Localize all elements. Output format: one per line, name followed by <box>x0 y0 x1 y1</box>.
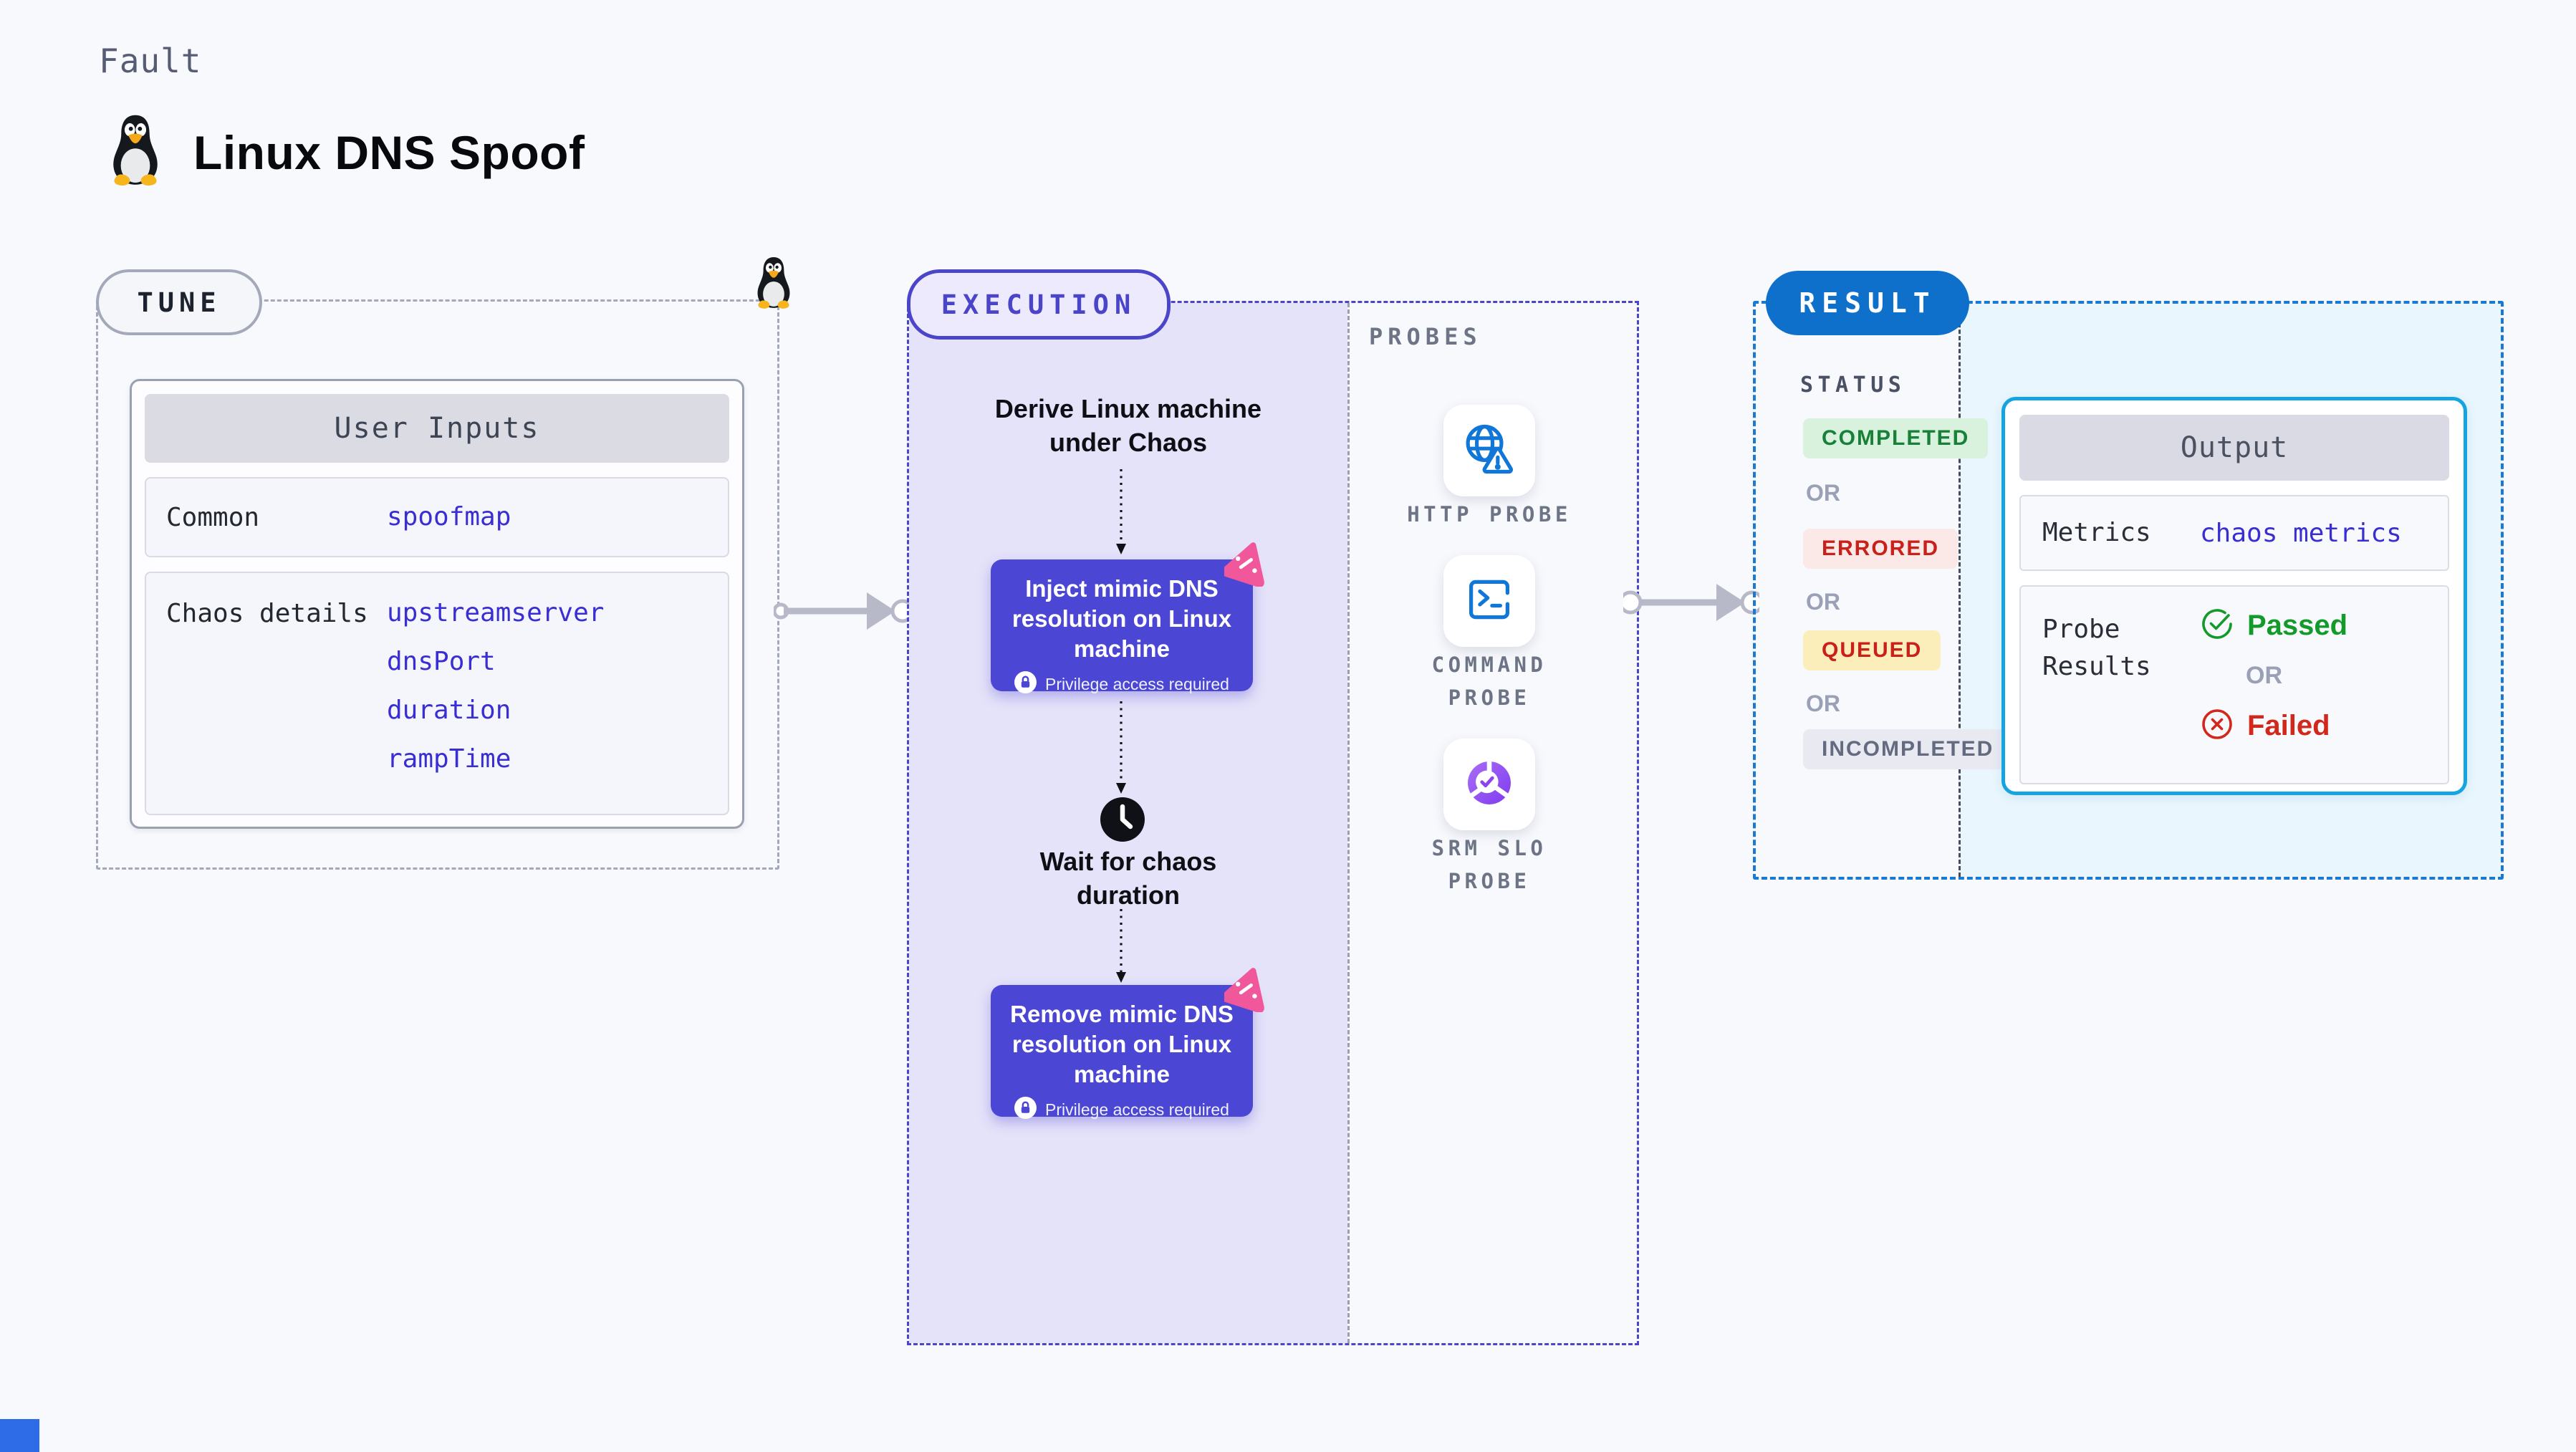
probes-label: PROBES <box>1369 323 1482 350</box>
http-probe-label: HTTP PROBE <box>1407 502 1572 527</box>
x-circle-icon <box>2200 707 2234 745</box>
lock-icon <box>1014 671 1037 697</box>
flow-arrow-icon <box>1115 909 1128 987</box>
input-row-chaos-details: Chaos details upstreamserver dnsPort dur… <box>145 572 729 815</box>
privilege-note: Privilege access required <box>1045 674 1229 693</box>
command-probe-label: COMMAND PROBE <box>1431 653 1547 710</box>
input-value: duration <box>387 696 511 725</box>
step-derive-machine: Derive Linux machine under Chaos <box>994 394 1262 457</box>
http-probe-card <box>1443 405 1535 496</box>
node-remove-dns: Remove mimic DNS resolution on Linux mac… <box>991 968 1264 1119</box>
or-separator: OR <box>2246 662 2282 689</box>
privilege-note: Privilege access required <box>1045 1100 1229 1119</box>
execution-badge: EXECUTION <box>907 269 1171 340</box>
chaos-experiment-icon <box>1221 966 1270 1013</box>
metrics-row: Metrics chaos metrics <box>2019 495 2449 571</box>
terminal-icon <box>1461 571 1518 632</box>
input-value: rampTime <box>387 744 511 774</box>
input-row-label: Chaos details <box>166 599 368 628</box>
result-section: RESULT STATUS COMPLETED OR ERRORED OR QU… <box>1753 271 2504 880</box>
output-card: Output Metrics chaos metrics Probe Resul… <box>2001 397 2467 795</box>
status-badge-incompleted: INCOMPLETED <box>1803 729 2013 769</box>
probe-results-label: Probe Results <box>2042 615 2151 681</box>
status-badge-queued: QUEUED <box>1803 630 1941 670</box>
status-badge-errored: ERRORED <box>1803 529 1959 569</box>
user-inputs-header: User Inputs <box>145 394 729 463</box>
srm-slo-probe-label: SRM SLO PROBE <box>1431 836 1547 893</box>
fault-kicker: Fault <box>99 42 202 80</box>
status-label: STATUS <box>1800 372 1906 398</box>
node-inject-dns: Inject mimic DNS resolution on Linux mac… <box>991 542 1264 693</box>
failed-label: Failed <box>2247 710 2330 741</box>
passed-label: Passed <box>2247 610 2348 641</box>
execution-to-result-arrow <box>1618 577 1764 631</box>
page-header: Linux DNS Spoof <box>105 113 585 191</box>
page-title: Linux DNS Spoof <box>193 125 585 179</box>
linux-tux-icon <box>105 113 166 191</box>
linux-tux-small-icon <box>751 256 796 314</box>
command-probe-card <box>1443 555 1535 647</box>
clock-icon <box>1099 796 1146 843</box>
status-badge-completed: COMPLETED <box>1803 418 1989 458</box>
execution-section: EXECUTION PROBES Derive Linux machine un… <box>907 269 1639 1345</box>
node-title: Inject mimic DNS resolution on Linux mac… <box>1011 575 1232 662</box>
input-value: upstreamserver <box>387 598 605 628</box>
user-inputs-card: User Inputs Common spoofmap Chaos detail… <box>130 379 744 829</box>
or-separator: OR <box>1806 589 1840 615</box>
flow-arrow-icon <box>1115 469 1128 559</box>
tune-to-execution-arrow <box>772 586 915 640</box>
globe-warning-icon <box>1459 419 1519 483</box>
input-value: dnsPort <box>387 647 496 676</box>
or-separator: OR <box>1806 480 1840 506</box>
chaos-experiment-icon <box>1221 541 1270 587</box>
flow-arrow-icon <box>1115 701 1128 798</box>
result-divider <box>1959 304 1961 877</box>
metrics-value: chaos metrics <box>2200 518 2402 548</box>
output-header: Output <box>2019 415 2449 481</box>
tune-badge: TUNE <box>96 269 262 335</box>
or-separator: OR <box>1806 691 1840 716</box>
probes-divider <box>1347 303 1350 1343</box>
node-title: Remove mimic DNS resolution on Linux mac… <box>1010 1001 1234 1087</box>
step-wait-duration: Wait for chaos duration <box>1039 847 1217 910</box>
srm-slo-probe-card <box>1443 739 1535 830</box>
tune-section: TUNE User Inputs Common spoofmap <box>96 257 790 870</box>
result-badge: RESULT <box>1766 271 1969 335</box>
check-circle-icon <box>2200 607 2234 645</box>
input-value: spoofmap <box>387 502 511 532</box>
probe-results-row: Probe Results Passed OR <box>2019 585 2449 784</box>
corner-accent <box>0 1419 39 1452</box>
lock-icon <box>1014 1097 1037 1122</box>
input-row-label: Common <box>166 502 260 532</box>
slo-donut-check-icon <box>1460 754 1519 816</box>
input-row-common: Common spoofmap <box>145 477 729 557</box>
metrics-label: Metrics <box>2042 518 2151 547</box>
